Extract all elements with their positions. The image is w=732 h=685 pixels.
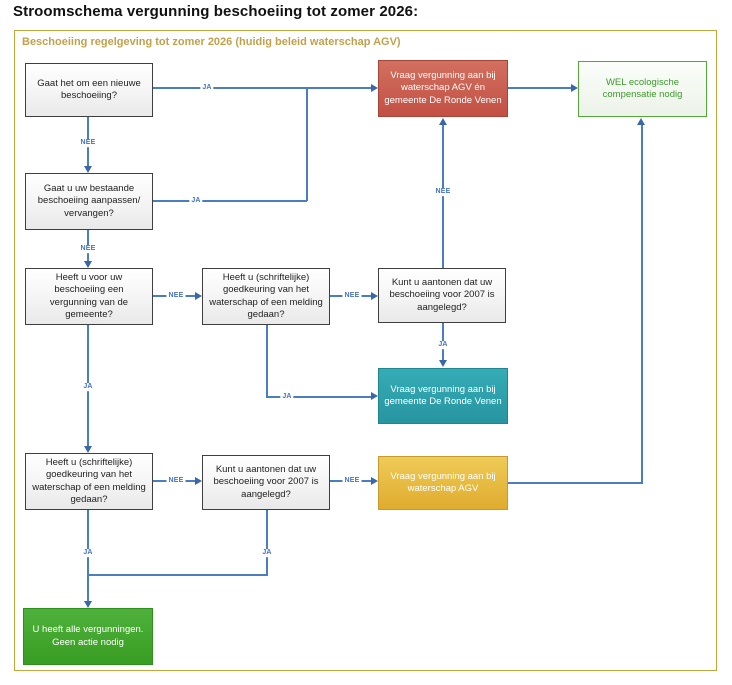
arrowhead-into-approval1 xyxy=(195,292,202,300)
node-question-before-2007-2: Kunt u aantonen dat uw beschoeiing voor … xyxy=(202,455,330,510)
arrowhead-into-yellow xyxy=(371,477,378,485)
arrowhead-into-red-bottom xyxy=(439,118,447,125)
edge-label-approval2-yes: JA xyxy=(81,549,95,557)
connector-before2007-1-no xyxy=(442,125,444,268)
arrowhead-into-before2007-2 xyxy=(195,477,202,485)
edge-label-approval1-yes: JA xyxy=(280,393,294,401)
edge-label-before2007-2-yes: JA xyxy=(260,549,274,557)
arrowhead-into-compensation-bottom xyxy=(637,118,645,125)
connector-new-yes xyxy=(153,87,372,89)
connector-agv-to-compensation-run xyxy=(508,482,643,484)
connector-approval1-yes-drop xyxy=(266,325,268,397)
edge-label-existing-yes: JA xyxy=(189,197,203,205)
connector-before2007-2-yes xyxy=(266,510,268,575)
arrowhead-into-compensation-left xyxy=(571,84,578,92)
node-action-permit-agv: Vraag vergunning aan bij waterschap AGV xyxy=(378,456,508,510)
node-question-modify-existing: Gaat u uw bestaande beschoeiing aanpasse… xyxy=(25,173,153,230)
node-action-permit-agv-and-municipality: Vraag vergunning aan bij waterschap AGV … xyxy=(378,60,508,117)
edge-label-permit-no: NEE xyxy=(166,292,186,300)
edge-label-before2007-1-yes: JA xyxy=(436,341,450,349)
connector-approval1-yes xyxy=(266,396,372,398)
edge-label-before2007-2-no: NEE xyxy=(342,477,362,485)
connector-approval2-yes xyxy=(87,510,89,575)
node-question-waterboard-approval-1: Heeft u (schriftelijke) goedkeuring van … xyxy=(202,268,330,325)
node-outcome-all-permits: U heeft alle vergunningen. Geen actie no… xyxy=(23,608,153,665)
edge-label-existing-no: NEE xyxy=(78,245,98,253)
arrowhead-into-municipal-permit xyxy=(84,261,92,268)
page-title: Stroomschema vergunning beschoeiing tot … xyxy=(13,3,419,20)
connector-existing-yes-riser xyxy=(306,87,308,201)
node-outcome-ecological-compensation: WEL ecologische compensatie nodig xyxy=(578,61,707,117)
edge-label-new-yes: JA xyxy=(200,84,214,92)
connector-red-to-compensation xyxy=(508,87,572,89)
connector-existing-yes xyxy=(153,200,307,202)
diagram-frame xyxy=(14,30,717,671)
node-question-municipal-permit: Heeft u voor uw beschoeiing een vergunni… xyxy=(25,268,153,325)
node-question-new-fencing: Gaat het om een nieuwe beschoeiing? xyxy=(25,63,153,117)
arrowhead-into-modify xyxy=(84,166,92,173)
edge-label-permit-yes: JA xyxy=(81,383,95,391)
node-question-waterboard-approval-2: Heeft u (schriftelijke) goedkeuring van … xyxy=(25,453,153,510)
arrowhead-into-teal-top xyxy=(439,360,447,367)
edge-label-new-no: NEE xyxy=(78,139,98,147)
connector-merge xyxy=(87,574,268,576)
edge-label-approval2-no: NEE xyxy=(166,477,186,485)
node-action-permit-municipality: Vraag vergunning aan bij gemeente De Ron… xyxy=(378,368,508,424)
arrowhead-into-approval2 xyxy=(84,446,92,453)
connector-to-all-permits xyxy=(87,574,89,602)
arrowhead-into-red xyxy=(371,84,378,92)
arrowhead-into-green xyxy=(84,601,92,608)
arrowhead-into-teal-left xyxy=(371,392,378,400)
arrowhead-into-before2007-1 xyxy=(371,292,378,300)
diagram-subtitle: Beschoeiing regelgeving tot zomer 2026 (… xyxy=(22,36,401,48)
connector-agv-to-compensation-riser xyxy=(641,125,643,483)
edge-label-approval1-no: NEE xyxy=(342,292,362,300)
edge-label-before2007-1-no: NEE xyxy=(433,188,453,196)
node-question-before-2007-1: Kunt u aantonen dat uw beschoeiing voor … xyxy=(378,268,506,323)
